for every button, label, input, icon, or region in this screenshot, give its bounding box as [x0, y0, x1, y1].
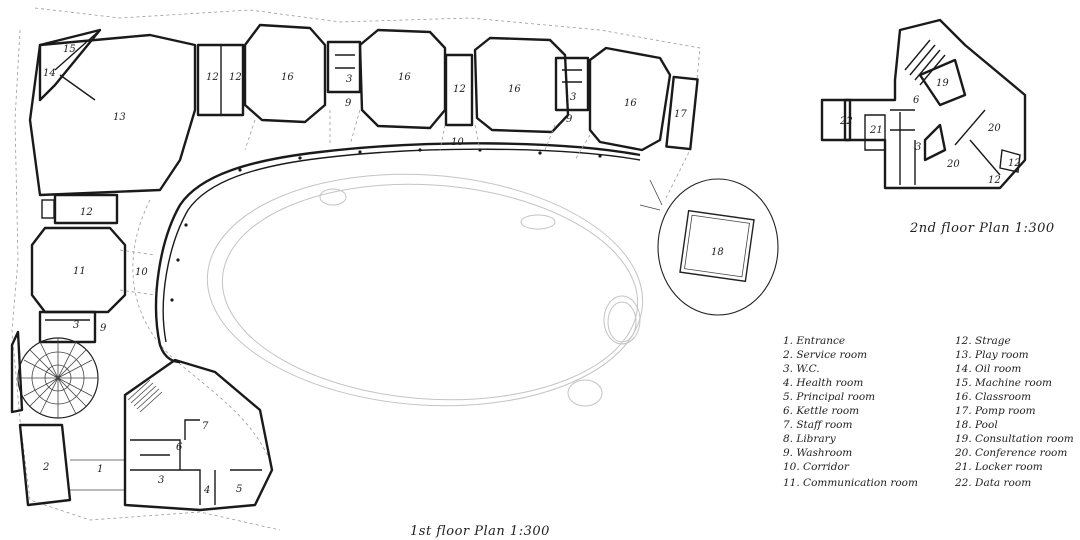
storage-block-top [196, 43, 245, 117]
legend-item: 16. Classroom [955, 391, 1031, 403]
room-label: 3 [158, 475, 164, 486]
legend-item: 18. Pool [955, 419, 998, 431]
room-label: 20 [946, 159, 960, 170]
door-lines [119, 109, 591, 296]
wc-washroom-left [38, 310, 97, 344]
room-label: 9 [566, 114, 573, 125]
room-label: 12 [453, 84, 466, 95]
room-labels-1st: 1 2 3 3 3 3 4 5 6 7 9 9 9 10 10 11 12 12… [42, 44, 724, 496]
room-label: 12 [1008, 158, 1021, 169]
room-label: 12 [80, 207, 93, 218]
room-label: 5 [236, 484, 242, 495]
storage-block-middle [444, 53, 474, 127]
room-label: 16 [281, 72, 294, 83]
library-dome [10, 330, 99, 419]
legend-item: 7. Staff room [783, 419, 852, 431]
service-room [18, 423, 125, 507]
corridor-walls [154, 142, 641, 364]
oil-machine-rooms [38, 28, 102, 102]
room-label: 12 [206, 72, 219, 83]
legend-item: 13. Play room [955, 349, 1029, 361]
room-label: 7 [202, 421, 209, 432]
room-label: 18 [711, 247, 724, 258]
room-label: 10 [135, 267, 148, 278]
room-label: 6 [913, 95, 920, 106]
room-label: 20 [987, 123, 1001, 134]
legend-item: 14. Oil room [955, 363, 1021, 375]
legend-item: 9. Washroom [783, 447, 852, 459]
legend-item: 17. Pomp room [955, 405, 1036, 417]
room-label: 3 [73, 320, 79, 331]
legend-item: 20. Conference room [954, 447, 1067, 459]
room-label: 10 [451, 137, 464, 148]
room-label: 16 [398, 72, 411, 83]
legend-item: 11. Communication room [783, 477, 918, 489]
second-floor-title: 2nd floor Plan 1:300 [909, 221, 1055, 236]
room-label: 2 [42, 462, 49, 473]
room-label: 12 [988, 175, 1001, 186]
room-label: 15 [63, 44, 76, 55]
staff-block [123, 358, 274, 512]
room-label: 3 [346, 74, 352, 85]
pool [639, 178, 779, 316]
legend-item: 2. Service room [782, 349, 867, 361]
storage-block-left [41, 193, 119, 225]
legend-item: 5. Principal room [783, 391, 875, 403]
legend-item: 4. Health room [782, 377, 863, 389]
room-label: 1 [97, 464, 103, 475]
wc-blocks [326, 40, 590, 112]
room-label: 3 [915, 142, 921, 153]
legend-item: 6. Kettle room [783, 405, 859, 417]
room-label: 9 [100, 323, 107, 334]
room-label: 3 [570, 92, 576, 103]
second-floor-plan [820, 18, 1027, 190]
room-label: 19 [936, 78, 949, 89]
classrooms [243, 23, 672, 152]
room-label: 13 [113, 112, 126, 123]
room-label: 17 [674, 109, 687, 120]
legend-item: 22. Data room [954, 477, 1031, 489]
room-label: 6 [176, 442, 183, 453]
legend-item: 3. W.C. [783, 363, 820, 375]
legend-item: 10. Corridor [783, 461, 850, 473]
courtyard [206, 173, 644, 407]
legend-item: 12. Strage [955, 335, 1011, 347]
room-label: 16 [508, 84, 521, 95]
play-room [28, 33, 197, 197]
legend-item: 21. Locker room [954, 461, 1043, 473]
stair-1st [127, 379, 163, 413]
legend: 1. Entrance 2. Service room 3. W.C. 4. H… [782, 335, 1074, 489]
room-label: 4 [203, 485, 210, 496]
legend-right: 12. Strage 13. Play room 14. Oil room 15… [954, 335, 1074, 489]
room-label: 21 [869, 125, 883, 136]
columns [170, 148, 602, 302]
communication-room [30, 226, 127, 314]
legend-item: 15. Machine room [955, 377, 1052, 389]
pump-room [665, 75, 699, 151]
room-label: 12 [229, 72, 242, 83]
first-floor-title: 1st floor Plan 1:300 [410, 524, 550, 539]
site-boundary [11, 7, 701, 531]
legend-item: 1. Entrance [783, 335, 845, 347]
room-label: 9 [345, 98, 352, 109]
legend-item: 19. Consultation room [955, 433, 1074, 445]
room-label: 14 [43, 68, 56, 79]
legend-item: 8. Library [783, 433, 837, 445]
legend-left: 1. Entrance 2. Service room 3. W.C. 4. H… [782, 335, 918, 489]
room-label: 22 [839, 116, 853, 127]
room-label: 11 [73, 266, 86, 277]
room-label: 16 [624, 98, 637, 109]
room-labels-2nd: 3 6 12 12 19 20 20 21 22 [839, 78, 1021, 186]
